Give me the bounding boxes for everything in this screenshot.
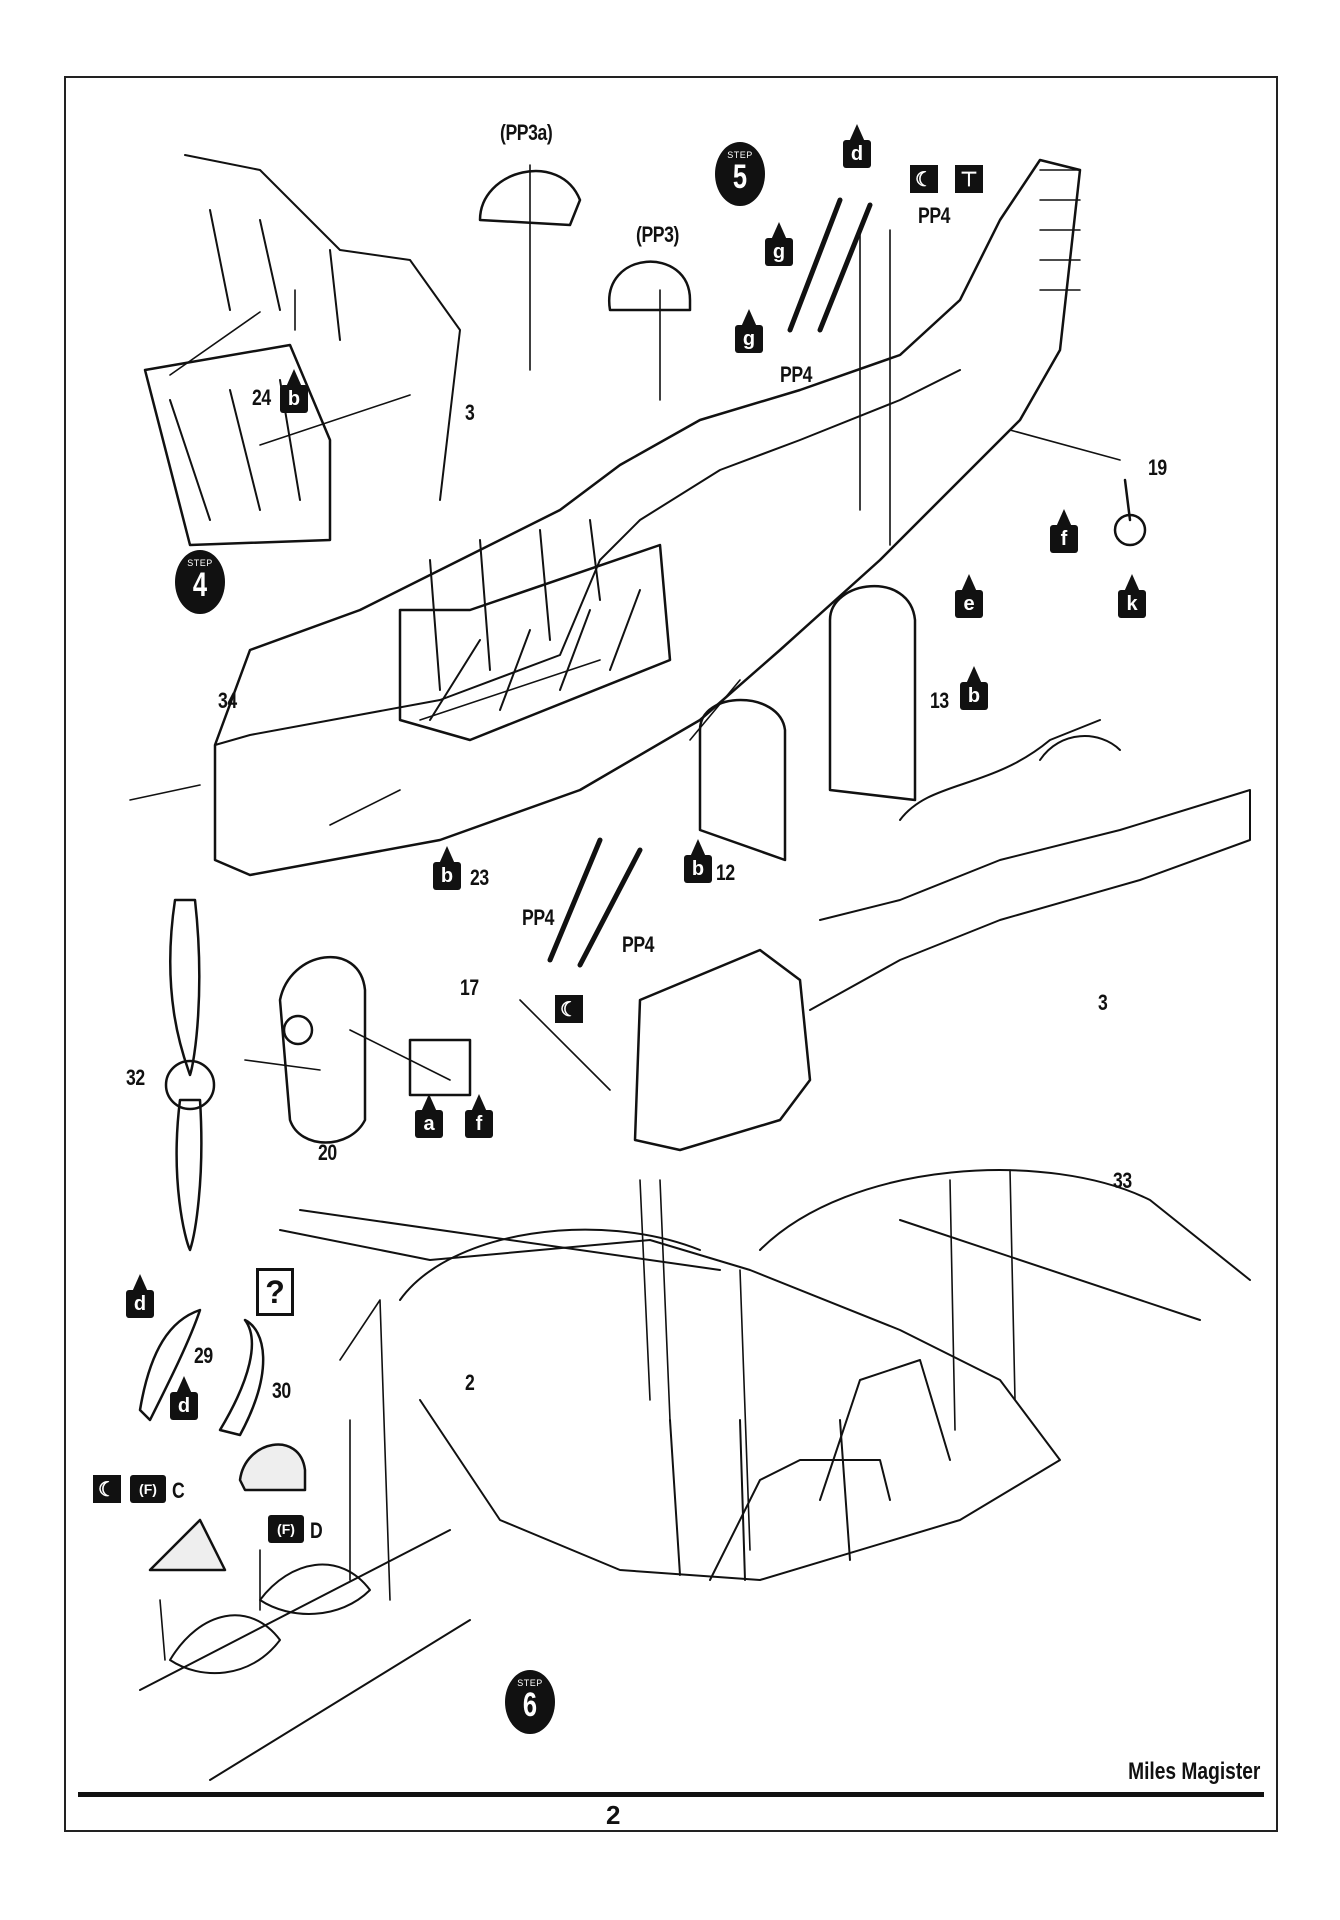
paint-code-b-23: b xyxy=(433,846,461,890)
windscreen-29 xyxy=(138,1308,202,1422)
label-12: 12 xyxy=(716,860,735,885)
label-32: 32 xyxy=(126,1065,145,1090)
cockpit-detail xyxy=(139,1529,471,1781)
paint-code-a-17: a xyxy=(415,1094,443,1138)
belts-pp4-upper xyxy=(787,197,873,333)
label-3-lower: 3 xyxy=(1098,990,1108,1015)
paint-code-d-29: d xyxy=(126,1274,154,1318)
label-pp3: (PP3) xyxy=(636,222,679,247)
label-34: 34 xyxy=(218,688,237,713)
part-17 xyxy=(408,1038,472,1097)
label-24: 24 xyxy=(252,385,271,410)
label-19: 19 xyxy=(1148,455,1167,480)
fuselage-left-half xyxy=(213,158,1082,877)
forward-fuselage xyxy=(633,719,1251,1152)
page-frame xyxy=(64,76,1278,1832)
label-decal-c: C xyxy=(172,1478,185,1503)
tail-wheel-19 xyxy=(1113,478,1147,547)
paint-code-F-c: (F) xyxy=(130,1475,166,1503)
footer-title: Miles Magister xyxy=(1127,1758,1260,1785)
label-23: 23 xyxy=(470,865,489,890)
paint-code-g-2: g xyxy=(735,309,763,353)
question-mark-box: ? xyxy=(256,1268,294,1316)
leader-lines xyxy=(129,164,1121,1661)
paint-code-f-17: f xyxy=(465,1094,493,1138)
panel-24 xyxy=(143,154,461,547)
bulkhead-23 xyxy=(398,543,672,742)
step-5-number: 5 xyxy=(732,158,748,196)
paint-code-F-d: (F) xyxy=(268,1515,304,1543)
label-30: 30 xyxy=(272,1378,291,1403)
glue-icon-belts: ☾ xyxy=(555,995,583,1023)
label-20: 20 xyxy=(318,1140,337,1165)
step-4-badge: STEP 4 xyxy=(175,550,225,614)
paint-code-d-30: d xyxy=(170,1376,198,1420)
propeller-32 xyxy=(164,898,216,1252)
canopy-pp3a xyxy=(478,169,582,227)
cement-icon: ⊤ xyxy=(955,165,983,193)
label-33: 33 xyxy=(1113,1168,1132,1193)
step-4-caption: STEP xyxy=(187,558,213,568)
glue-icon-decal: ☾ xyxy=(93,1475,121,1503)
step-5-caption: STEP xyxy=(727,150,753,160)
step-6-caption: STEP xyxy=(517,1678,543,1688)
label-pp4-lower: PP4 xyxy=(522,905,555,930)
paint-code-g-1: g xyxy=(765,222,793,266)
step-6-number: 6 xyxy=(522,1686,538,1724)
label-pp4-upper: PP4 xyxy=(918,203,951,228)
paint-code-b-12: b xyxy=(684,839,712,883)
windscreen-30 xyxy=(218,1318,265,1437)
page-number: 2 xyxy=(606,1800,621,1830)
step-4-number: 4 xyxy=(192,566,208,604)
decal-d xyxy=(238,1443,307,1492)
paint-code-f-19: f xyxy=(1050,509,1078,553)
label-pp4-lower-2: PP4 xyxy=(622,932,655,957)
paint-code-k-19: k xyxy=(1118,574,1146,618)
label-13: 13 xyxy=(930,688,949,713)
decal-c xyxy=(148,1518,227,1572)
paint-code-b-24: b xyxy=(280,369,308,413)
label-pp3a: (PP3a) xyxy=(500,120,553,145)
label-2: 2 xyxy=(465,1370,475,1395)
canopy-pp3 xyxy=(608,260,692,312)
seat-back-13 xyxy=(828,585,917,802)
glue-icon: ☾ xyxy=(910,165,938,193)
wing-center xyxy=(279,1169,1251,1581)
label-17: 17 xyxy=(460,975,479,1000)
footer-rule xyxy=(78,1792,1264,1797)
label-3-upper: 3 xyxy=(465,400,475,425)
seat-back-12 xyxy=(698,698,787,862)
paint-code-d-belts: d xyxy=(843,124,871,168)
label-decal-d: D xyxy=(310,1518,323,1543)
paint-code-b-13: b xyxy=(960,666,988,710)
step-5-badge: STEP 5 xyxy=(715,142,765,206)
label-pp4-upper-2: PP4 xyxy=(780,362,813,387)
step-6-badge: STEP 6 xyxy=(505,1670,555,1734)
paint-code-e: e xyxy=(955,574,983,618)
label-29: 29 xyxy=(194,1343,213,1368)
belts-pp4-lower xyxy=(547,837,643,968)
spinner-20 xyxy=(278,955,367,1144)
